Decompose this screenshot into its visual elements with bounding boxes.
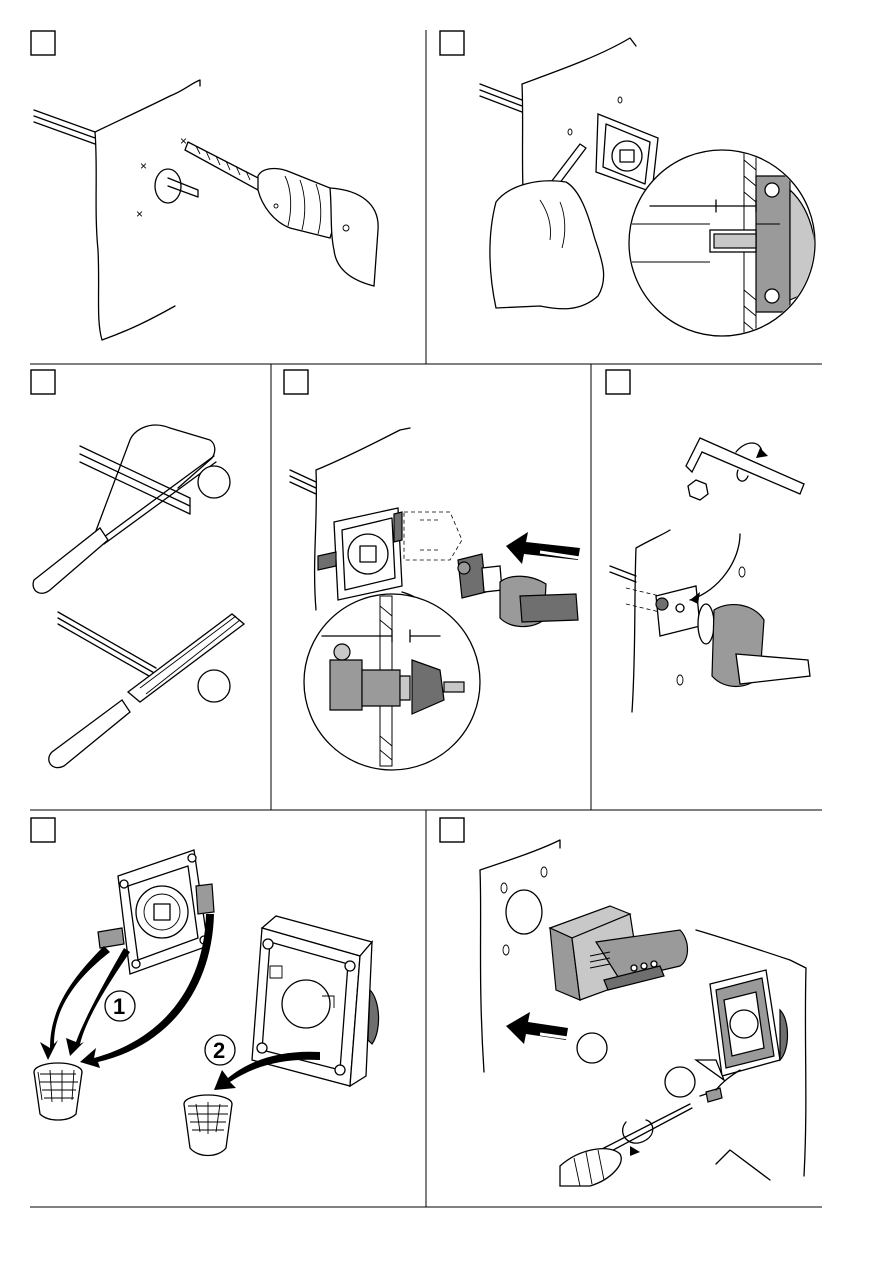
callout-circle-c (577, 1033, 607, 1063)
marker-1-label: 1 (113, 994, 125, 1019)
drill-icon (185, 142, 378, 286)
marker-2-label: 2 (213, 1038, 225, 1063)
step-6-box (31, 818, 55, 842)
push-arrow-icon (506, 532, 580, 570)
step-7-box (440, 818, 464, 842)
step-2-box (440, 31, 464, 55)
step-1-box (31, 31, 55, 55)
panel-1-drill-hole: × × × (34, 80, 378, 340)
waste-bin-icon (184, 1095, 232, 1156)
hacksaw-icon (33, 425, 216, 593)
mark-cross: × (140, 159, 147, 173)
panel-6-remove-parts: 1 2 (34, 850, 379, 1156)
svg-text:×: × (136, 207, 143, 221)
callout-circle-b (198, 670, 230, 702)
step-5-box (606, 370, 630, 394)
panel-7-mount-handle (480, 840, 806, 1186)
waste-bin-icon (34, 1063, 82, 1120)
panel-5-tighten (610, 438, 810, 712)
panel-2-mark-position (480, 38, 816, 340)
callout-circle-a (198, 466, 230, 498)
step-3-box (31, 370, 55, 394)
panel-3-cut-shaft (33, 425, 244, 768)
callout-circle-d (665, 1067, 695, 1097)
panel-4-set-shaft (290, 428, 580, 770)
screwdriver-icon (560, 1104, 692, 1186)
step-4-box (284, 370, 308, 394)
